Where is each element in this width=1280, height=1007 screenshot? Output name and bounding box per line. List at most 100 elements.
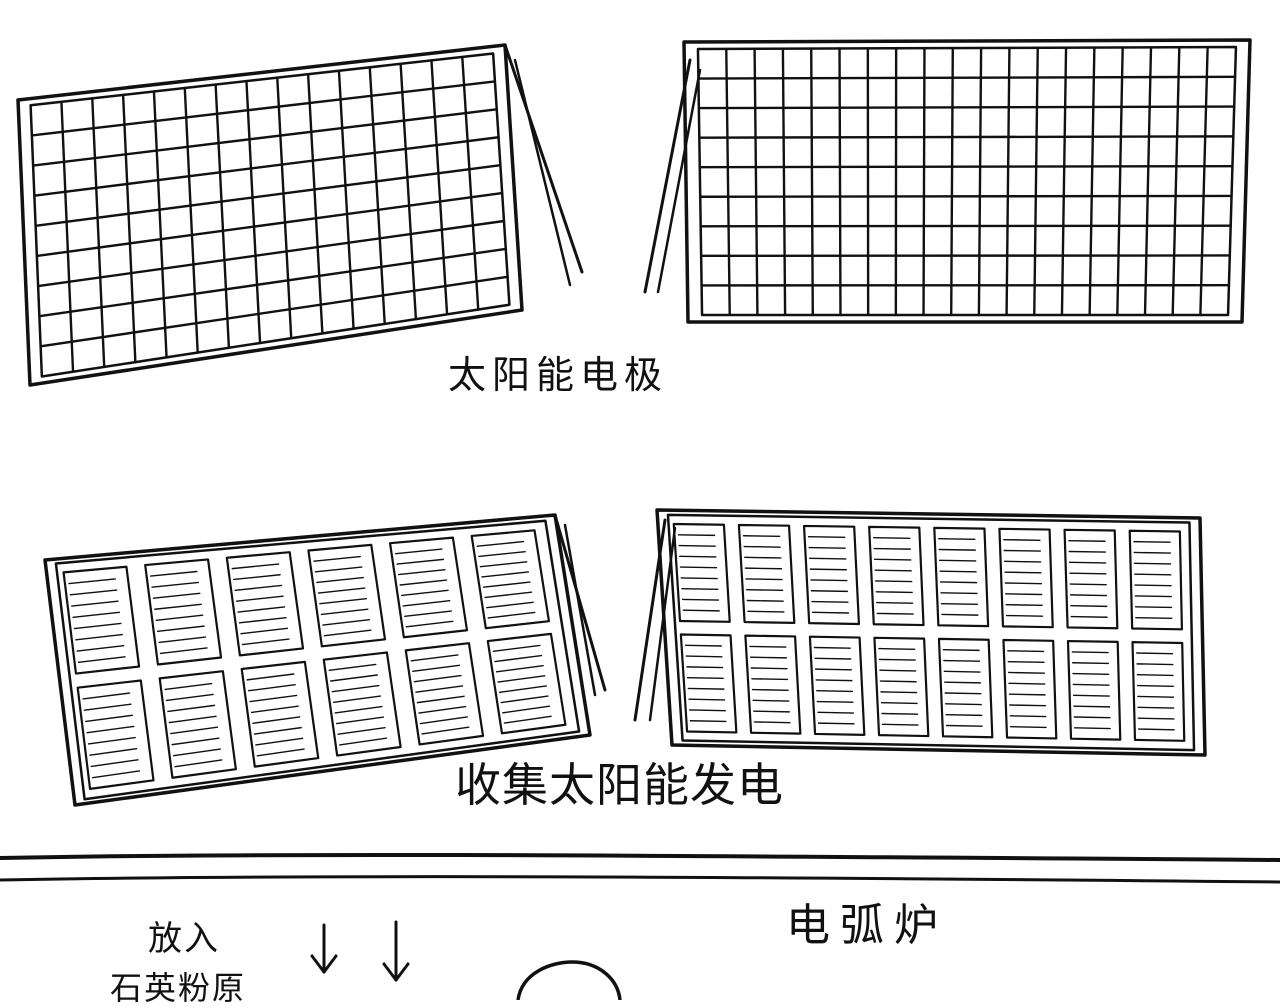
cells-right-hatch: [1074, 695, 1110, 696]
cells-left-hatch: [314, 557, 360, 562]
cells-right-cell: [874, 638, 928, 736]
cells-right-hatch: [688, 678, 724, 679]
cells-right-hatch: [1070, 562, 1106, 563]
cells-right-hatch: [1008, 662, 1044, 663]
cells-left-hatch: [165, 684, 212, 690]
cells-right-hatch: [683, 610, 719, 611]
grid-left-grid-line: [38, 221, 504, 286]
cells-right-hatch: [1071, 606, 1107, 607]
cells-right-hatch: [1138, 707, 1174, 708]
cells-right-hatch: [748, 611, 784, 612]
cells-right-hatch: [874, 549, 910, 550]
cells-right-hatch: [944, 671, 980, 672]
arc-furnace-sketch: [518, 962, 620, 1000]
cells-left-hatch: [174, 749, 221, 756]
cells-right-hatch: [690, 710, 725, 711]
cells-left-hatch: [167, 694, 214, 700]
cells-left-hatch: [315, 567, 361, 572]
cells-right-hatch: [946, 715, 981, 716]
cells-right-hatch: [1009, 694, 1045, 695]
cells-left-hatch: [500, 686, 547, 692]
cells-left-hatch: [69, 579, 115, 584]
cells-right-hatch: [1138, 718, 1173, 719]
grid-left-grid-line: [33, 109, 497, 165]
cells-right-hatch: [747, 600, 783, 601]
cells-left-cell: [406, 643, 483, 744]
cells-right-hatch: [1004, 540, 1040, 541]
cells-right-hatch: [882, 703, 918, 704]
grid-left-grid-line: [431, 60, 447, 314]
cells-left-hatch: [480, 562, 526, 567]
cells-left-hatch: [72, 601, 118, 606]
cells-right-hatch: [753, 700, 789, 701]
cells-right-hatch: [877, 603, 913, 604]
cells-right-hatch: [1009, 672, 1045, 673]
cells-right-hatch: [681, 567, 717, 568]
cells-right-hatch: [1074, 717, 1109, 718]
cells-right-hatch: [746, 579, 782, 580]
cells-right-hatch: [1135, 563, 1171, 564]
grid-right-grid-line: [840, 48, 841, 314]
cells-left-hatch: [159, 637, 205, 642]
cells-right-hatch: [939, 539, 975, 540]
cells-left-hatch: [153, 593, 199, 598]
cells-left-hatch: [337, 717, 384, 723]
cells-left-hatch: [493, 645, 540, 651]
cells-left-hatch: [396, 549, 442, 554]
cells-right-hatch: [1071, 617, 1107, 618]
cells-left-hatch: [403, 601, 449, 606]
cells-left-hatch: [498, 676, 545, 682]
down-arrow-head: [324, 956, 336, 972]
cells-left-hatch: [501, 696, 548, 702]
grid-left-grid-line: [36, 165, 501, 226]
cells-left-hatch: [155, 604, 201, 609]
grid-left-frame: [18, 45, 522, 385]
cells-left-hatch: [329, 664, 376, 670]
cells-right-hatch: [817, 702, 853, 703]
cells-left-hatch: [335, 707, 382, 713]
grid-left-grid-line: [339, 71, 354, 329]
cells-right-hatch: [875, 570, 911, 571]
cells-right-hatch: [681, 578, 717, 579]
cells-left-hatch: [241, 628, 287, 633]
cells-left-hatch: [158, 626, 204, 631]
cells-right-hatch: [688, 688, 724, 689]
section-divider: [0, 855, 1280, 882]
cells-right-hatch: [880, 681, 916, 682]
cells-right-hatch: [745, 557, 781, 558]
cells-right-cell: [810, 637, 864, 735]
grid-right-frame: [684, 40, 1250, 322]
cells-right-cell: [745, 636, 800, 734]
cells-left-hatch: [91, 760, 138, 767]
cells-right-hatch: [1005, 583, 1041, 584]
cells-left-hatch: [324, 630, 370, 635]
cells-right-hatch: [879, 649, 915, 650]
grid-right-grid-line: [755, 49, 758, 315]
cells-left-hatch: [242, 639, 288, 644]
solar-panels-label: 太阳能电极: [448, 356, 668, 394]
cells-right-hatch: [880, 670, 916, 671]
cells-right-cell: [869, 527, 923, 625]
cells-right-hatch: [1075, 728, 1110, 729]
cells-left-hatch: [397, 559, 443, 564]
grid-right-grid-line: [700, 196, 1231, 197]
cells-right-cell: [681, 635, 737, 733]
cells-left-hatch: [252, 706, 299, 712]
cells-right-hatch: [810, 558, 846, 559]
grid-left-grid-line: [308, 74, 322, 333]
cells-left-hatch: [87, 726, 134, 732]
cells-right-hatch: [1009, 683, 1045, 684]
cells-right-cell: [804, 526, 859, 624]
cells-left-hatch: [485, 592, 531, 597]
grid-left-grid-line: [39, 249, 505, 316]
grid-right-grid-line: [701, 226, 1231, 227]
cells-left-cell: [324, 653, 401, 756]
grid-left-grid-line: [61, 102, 73, 372]
cells-right-hatch: [876, 592, 912, 593]
cells-right-hatch: [1135, 596, 1171, 597]
cells-left-hatch: [323, 620, 369, 625]
cells-right-hatch: [683, 599, 719, 600]
cells-right-hatch: [945, 693, 981, 694]
grid-right-stand: [658, 70, 700, 292]
